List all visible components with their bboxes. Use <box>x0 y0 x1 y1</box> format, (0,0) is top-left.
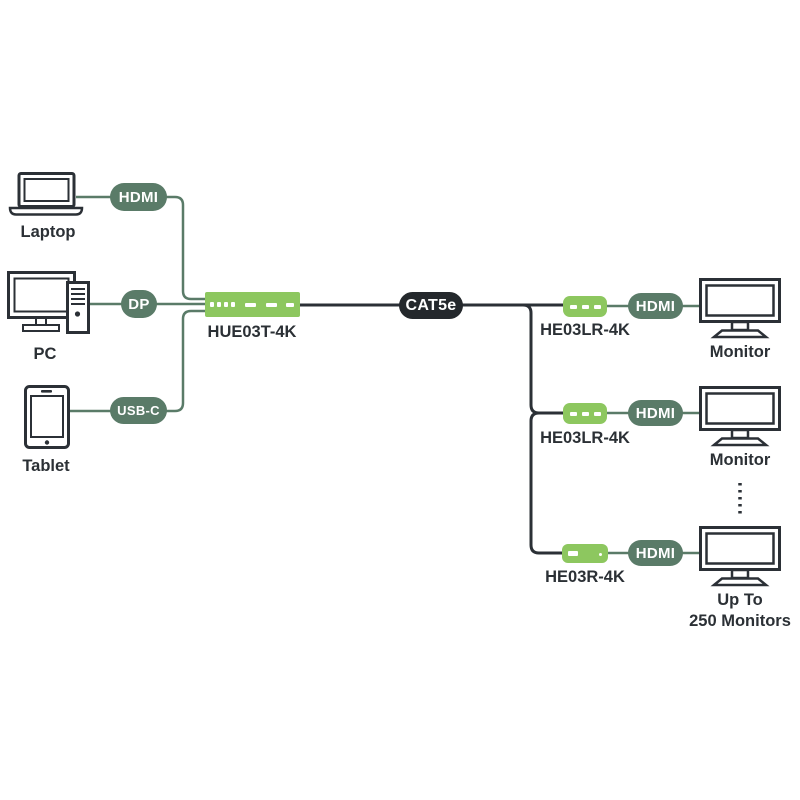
receiver-port-dash <box>594 411 601 416</box>
cable-usbc-to-transmitter <box>165 309 206 413</box>
receiver-port-dot <box>599 553 602 556</box>
usbc-source-badge: USB-C <box>110 397 167 424</box>
receiver-device-1 <box>563 296 607 317</box>
receiver-label-1: HE03LR-4K <box>540 321 630 339</box>
pc-icon <box>7 271 91 337</box>
receiver-port-dash <box>570 411 577 416</box>
tablet-label: Tablet <box>22 457 70 475</box>
receiver-port-dash <box>582 411 589 416</box>
monitor-icon-2 <box>699 386 781 447</box>
receiver-device-2 <box>563 403 607 424</box>
transmitter-port-dash <box>286 302 294 307</box>
transmitter-port-dash <box>266 302 277 307</box>
monitor-count-label: Up To 250 Monitors <box>689 590 791 631</box>
hdmi-source-badge: HDMI <box>110 183 167 211</box>
transmitter-port-dot <box>231 302 235 307</box>
receiver-label-2: HE03LR-4K <box>540 429 630 447</box>
hdmi-output-badge-3: HDMI <box>628 540 683 566</box>
dp-source-badge: DP <box>121 290 157 318</box>
cable-hdmi-to-transmitter <box>166 195 206 301</box>
receiver-port-dash <box>582 304 589 309</box>
transmitter-port-dot <box>224 302 228 307</box>
monitor-label-2: Monitor <box>709 451 771 469</box>
receiver-port-dash <box>570 304 577 309</box>
transmitter-device <box>205 292 300 317</box>
receiver-port-dash <box>568 551 578 556</box>
cable-branch-receiver3 <box>529 411 563 555</box>
transmitter-port-dash <box>245 302 256 307</box>
receiver-port-dash <box>594 304 601 309</box>
receiver-device-3 <box>562 544 608 563</box>
laptop-label: Laptop <box>20 223 76 241</box>
monitor-icon-3 <box>699 526 781 587</box>
transmitter-port-dot <box>217 302 221 307</box>
transmitter-port-dot <box>210 302 214 307</box>
monitor-label-1: Monitor <box>709 343 771 361</box>
monitor-count-line1: Up To <box>717 591 763 609</box>
hdmi-output-badge-2: HDMI <box>628 400 683 426</box>
tablet-icon <box>24 385 70 449</box>
monitor-icon-1 <box>699 278 781 339</box>
laptop-icon <box>8 170 84 217</box>
pc-label: PC <box>33 345 57 363</box>
cat5e-link-badge: CAT5e <box>399 292 463 319</box>
transmitter-label: HUE03T-4K <box>207 323 297 341</box>
receiver-label-3: HE03R-4K <box>545 568 625 586</box>
monitor-count-line2: 250 Monitors <box>689 611 791 630</box>
hdmi-output-badge-1: HDMI <box>628 293 683 319</box>
